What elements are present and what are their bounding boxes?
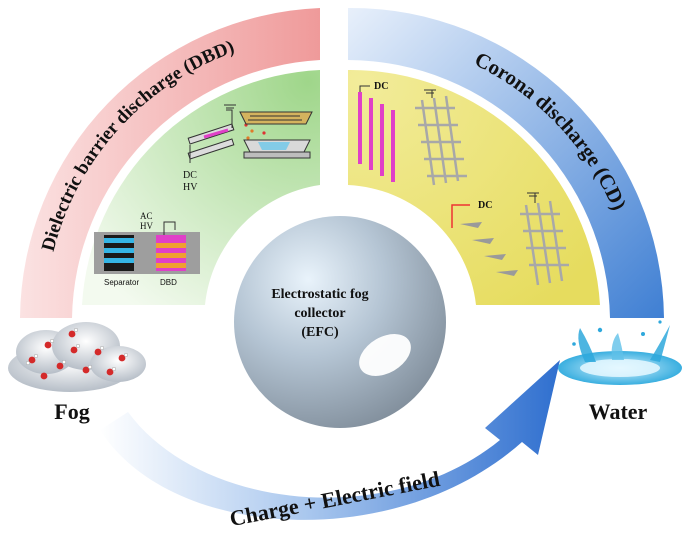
charge-arrow [100,360,560,520]
dbd-plasma-jet [187,104,313,163]
cd-wire-grid [358,85,467,186]
fog-cloud-icon [8,322,146,392]
cd-dc-top-label: DC [374,81,388,92]
separator-label: Separator [104,278,139,287]
dbd-stack-label: DBD [160,278,177,287]
efc-title-line1: Electrostatic fog [271,287,368,302]
water-label: Water [589,399,648,424]
cd-needle-grid [451,192,569,286]
water-splash-icon [558,320,682,385]
dbd-arc [20,8,320,318]
dbd-ac-label: AC [140,211,153,221]
dbd-stack [94,221,200,274]
efc-title-line3: (EFC) [301,325,339,340]
cd-arc [348,7,664,318]
cd-dc-bottom-label: DC [478,200,492,211]
dbd-hv-label: HV [183,182,198,193]
dbd-ac-hv-label: HV [140,221,153,231]
efc-title-line2: collector [294,306,345,321]
cd-panel [348,69,600,305]
fog-label: Fog [54,399,89,424]
dbd-dc-label: DC [183,170,197,181]
